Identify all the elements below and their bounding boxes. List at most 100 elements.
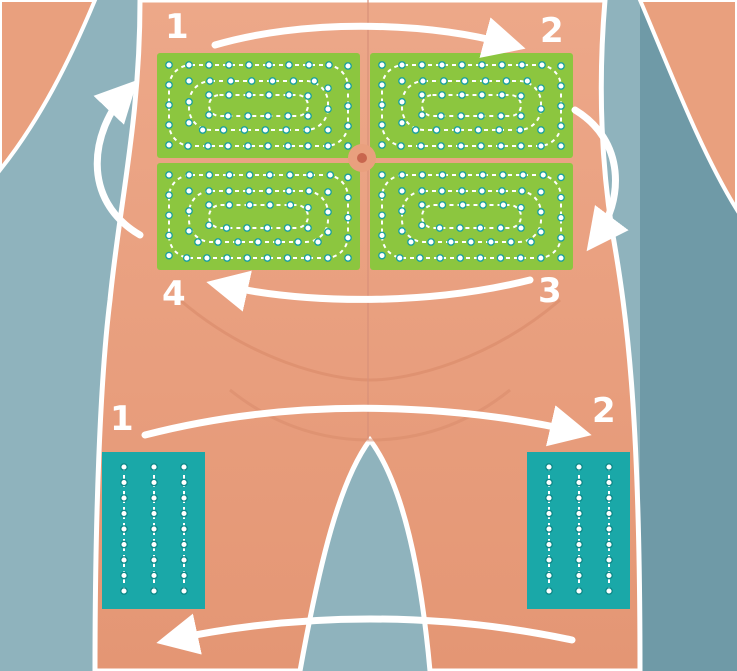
injection-dot xyxy=(482,78,488,84)
injection-dot xyxy=(458,143,464,149)
injection-dot xyxy=(121,541,127,547)
injection-dot xyxy=(419,112,425,118)
injection-dot xyxy=(480,172,486,178)
injection-dot xyxy=(418,143,424,149)
injection-dot xyxy=(538,255,544,261)
injection-dot xyxy=(325,85,331,91)
injection-dot xyxy=(186,62,192,68)
injection-dot xyxy=(121,479,127,485)
injection-dot xyxy=(226,62,232,68)
injection-dot xyxy=(606,557,612,563)
injection-dot xyxy=(518,204,524,210)
injection-dot xyxy=(151,510,157,516)
injection-dot xyxy=(457,255,463,261)
injection-dot xyxy=(519,62,525,68)
injection-dot xyxy=(538,209,544,215)
injection-dot xyxy=(287,202,293,208)
injection-dot xyxy=(436,225,442,231)
injection-dot xyxy=(558,123,564,129)
injection-dot xyxy=(428,239,434,245)
injection-dot xyxy=(479,188,485,194)
injection-dot xyxy=(220,127,226,133)
injection-dot xyxy=(498,143,504,149)
injection-dot xyxy=(459,188,465,194)
injection-dot xyxy=(181,588,187,594)
injection-dot xyxy=(468,239,474,245)
injection-dot xyxy=(606,479,612,485)
injection-dot xyxy=(345,214,351,220)
injection-dot xyxy=(206,92,212,98)
injection-dot xyxy=(606,464,612,470)
navel-center xyxy=(357,153,367,163)
injection-dot xyxy=(181,510,187,516)
injection-dot xyxy=(606,510,612,516)
injection-dot xyxy=(345,174,351,180)
injection-dot xyxy=(246,62,252,68)
injection-dot xyxy=(538,189,544,195)
injection-dot xyxy=(325,189,331,195)
injection-dot xyxy=(186,208,192,214)
injection-dot xyxy=(345,63,351,69)
injection-dot xyxy=(399,62,405,68)
injection-dot xyxy=(558,194,564,200)
injection-dot xyxy=(419,202,425,208)
injection-dot xyxy=(558,235,564,241)
injection-dot xyxy=(223,225,229,231)
injection-dot xyxy=(286,92,292,98)
injection-dot xyxy=(399,228,405,234)
injection-dot xyxy=(245,113,251,119)
injection-dot xyxy=(379,82,385,88)
injection-dot xyxy=(284,255,290,261)
injection-dot xyxy=(327,172,333,178)
injection-dot xyxy=(186,188,192,194)
injection-dot xyxy=(379,62,385,68)
injection-dot xyxy=(315,239,321,245)
injection-dot xyxy=(166,252,172,258)
injection-dot xyxy=(500,172,506,178)
injection-dot xyxy=(439,188,445,194)
injection-dot xyxy=(345,235,351,241)
abdomen-zone-4 xyxy=(157,163,360,270)
injection-dot xyxy=(480,202,486,208)
injection-dot xyxy=(325,106,331,112)
injection-dot xyxy=(266,92,272,98)
injection-dot xyxy=(186,78,192,84)
injection-dot xyxy=(606,526,612,532)
thigh-label-2: 2 xyxy=(592,391,616,431)
injection-dot xyxy=(539,62,545,68)
injection-dot xyxy=(459,92,465,98)
injection-dot xyxy=(244,225,250,231)
injection-dot xyxy=(235,239,241,245)
injection-dot xyxy=(517,127,523,133)
injection-dot xyxy=(408,239,414,245)
injection-dot xyxy=(226,92,232,98)
injection-dot xyxy=(166,172,172,178)
injection-dot xyxy=(267,172,273,178)
injection-dot xyxy=(246,92,252,98)
injection-dot xyxy=(325,127,331,133)
injection-dot xyxy=(439,202,445,208)
injection-dot xyxy=(379,102,385,108)
injection-dot xyxy=(186,99,192,105)
injection-dot xyxy=(479,62,485,68)
injection-dot xyxy=(345,255,351,261)
injection-dot xyxy=(151,572,157,578)
injection-dot xyxy=(306,62,312,68)
injection-dot xyxy=(538,143,544,149)
injection-dot xyxy=(166,62,172,68)
injection-dot xyxy=(518,225,524,231)
injection-dot xyxy=(206,188,212,194)
injection-dot xyxy=(606,588,612,594)
injection-dot xyxy=(419,172,425,178)
injection-dot xyxy=(264,225,270,231)
injection-dot xyxy=(499,188,505,194)
injection-dot xyxy=(181,526,187,532)
injection-dot xyxy=(345,123,351,129)
injection-dot xyxy=(518,113,524,119)
injection-dot xyxy=(151,464,157,470)
injection-dot xyxy=(379,192,385,198)
injection-dot xyxy=(498,113,504,119)
injection-dot xyxy=(576,541,582,547)
injection-dot xyxy=(269,78,275,84)
injection-dot xyxy=(538,229,544,235)
